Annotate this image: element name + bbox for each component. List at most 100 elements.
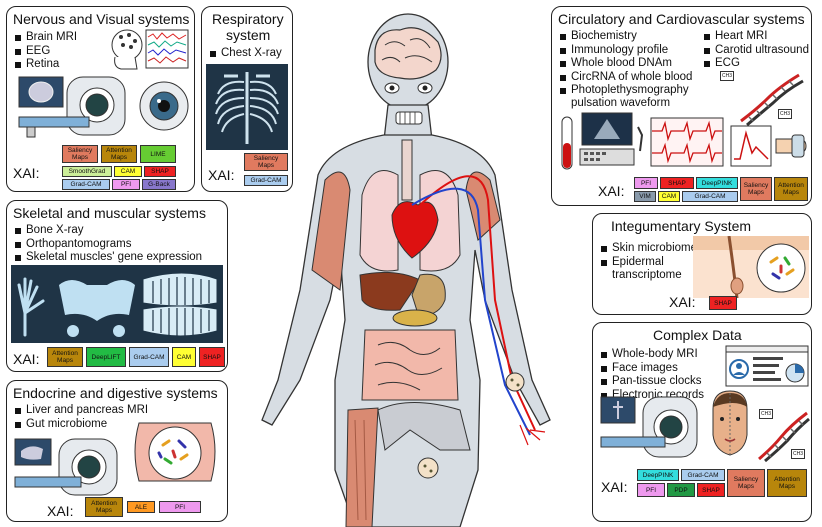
list-item: Bone X-ray bbox=[15, 224, 202, 238]
xai-label: XAI: bbox=[208, 167, 235, 183]
xai-tag-grad-cam: Grad-CAM bbox=[682, 191, 738, 202]
panel-title-line2: system bbox=[226, 27, 271, 43]
intestines-icon bbox=[361, 329, 459, 401]
list-item-continuation: pulsation waveform bbox=[571, 97, 671, 109]
xai-label: XAI: bbox=[47, 503, 74, 519]
panel-circulatory-cardiovascular: Circulatory and Cardiovascular systems B… bbox=[551, 6, 812, 206]
xai-tag-cam: CAM bbox=[658, 191, 680, 202]
heart-icon bbox=[391, 201, 439, 259]
vein-icon bbox=[411, 187, 531, 436]
xai-tag-attention-maps: Attention Maps bbox=[47, 347, 83, 367]
panel-skeletal-muscular: Skeletal and muscular systems Bone X-ray… bbox=[6, 200, 228, 372]
gut-microbiome-icon bbox=[417, 457, 439, 479]
list-item-continuation: transcriptome bbox=[612, 269, 682, 281]
panel-title: Nervous and Visual systems bbox=[13, 11, 190, 27]
xai-tag-g-back: G-Back bbox=[142, 179, 176, 190]
human-body-illustration bbox=[261, 13, 551, 527]
xai-tag-cam: CAM bbox=[114, 166, 142, 177]
panel-title: Skeletal and muscular systems bbox=[13, 205, 206, 221]
xai-tag-saliency-maps: Saliency Maps bbox=[740, 177, 772, 201]
xai-tag-attention-maps: Attention Maps bbox=[767, 469, 807, 497]
list-item: Face images bbox=[601, 362, 704, 376]
xai-tag-grad-cam: Grad-CAM bbox=[129, 347, 169, 367]
whole-body-mri-scanner-icon bbox=[600, 396, 698, 458]
list-item: Skin microbiome bbox=[601, 242, 697, 256]
list-item: Heart MRI bbox=[704, 30, 809, 44]
xai-tag-pfi: PFI bbox=[637, 483, 665, 497]
xai-tag-smoothgrad: SmoothGrad bbox=[62, 166, 112, 177]
xai-tag-deeplift: DeepLIFT bbox=[86, 347, 126, 367]
data-type-list: Skin microbiome Epidermal bbox=[601, 242, 697, 269]
liver-icon bbox=[359, 271, 421, 311]
thigh-muscle-icon bbox=[345, 407, 379, 527]
list-item: Gut microbiome bbox=[15, 418, 148, 432]
ch3-label: CH3 bbox=[720, 71, 734, 81]
xai-tag-pfi: PFI bbox=[159, 501, 201, 513]
xai-tag-deeppink: DeepPINK bbox=[637, 469, 679, 481]
list-item: Pan-tissue clocks bbox=[601, 375, 704, 389]
list-item: Whole blood DNAm bbox=[560, 57, 692, 71]
xai-tag-attention-maps: Attention Maps bbox=[774, 177, 808, 201]
retina-eye-icon bbox=[139, 81, 189, 131]
xai-tag-attention-maps: Attention Maps bbox=[101, 145, 137, 163]
panel-title: Complex Data bbox=[653, 327, 742, 343]
panel-title: Circulatory and Cardiovascular systems bbox=[558, 11, 805, 27]
finger-sensor-icon bbox=[775, 134, 807, 158]
xai-label: XAI: bbox=[669, 294, 696, 310]
xai-tag-shap: SHAP bbox=[697, 483, 725, 497]
panel-integumentary: Integumentary System Skin microbiome Epi… bbox=[592, 213, 812, 315]
data-type-list-right: Heart MRI Carotid ultrasound ECG bbox=[704, 30, 809, 71]
data-type-list: Bone X-ray Orthopantomograms Skeletal mu… bbox=[15, 224, 202, 265]
list-item: Orthopantomograms bbox=[15, 238, 202, 252]
chest-xray-icon bbox=[206, 64, 288, 150]
panel-title-line1: Respiratory bbox=[212, 11, 284, 27]
dna-icon bbox=[758, 411, 810, 463]
eeg-signal-icon bbox=[145, 29, 189, 69]
data-type-list-left: Biochemistry Immunology profile Whole bl… bbox=[560, 30, 692, 98]
list-item: EEG bbox=[15, 45, 77, 59]
xai-tag-grad-cam: Grad-CAM bbox=[681, 469, 725, 481]
list-item: Skeletal muscles' gene expression bbox=[15, 251, 202, 265]
xai-tag-lime: LIME bbox=[140, 145, 176, 163]
xai-tag-deeppink: DeepPINK bbox=[696, 177, 738, 189]
xai-label: XAI: bbox=[13, 165, 40, 181]
xai-tag-ale: ALE bbox=[127, 501, 155, 513]
xai-label: XAI: bbox=[598, 183, 625, 199]
ecg-chart-icon bbox=[650, 117, 724, 167]
pulse-waveform-icon bbox=[730, 125, 772, 167]
face-image-icon bbox=[712, 390, 748, 456]
brain-icon bbox=[374, 27, 442, 80]
ch3-label: CH3 bbox=[778, 109, 792, 119]
xai-tag-saliency-maps: Saliency Maps bbox=[244, 153, 288, 171]
shoulder-muscle-icon bbox=[311, 171, 351, 291]
xai-tag-saliency-maps: Saliency Maps bbox=[727, 469, 765, 497]
ch3-label: CH3 bbox=[759, 409, 773, 419]
panel-respiratory: Respiratory system Chest X-ray XAI: Sali… bbox=[201, 6, 293, 192]
xai-tag-vim: VIM bbox=[634, 191, 656, 202]
eeg-head-icon bbox=[111, 29, 143, 70]
list-item: Carotid ultrasound bbox=[704, 44, 809, 58]
lungs-icon bbox=[359, 170, 399, 272]
xai-label: XAI: bbox=[601, 479, 628, 495]
xai-tag-saliency-maps: Saliency Maps bbox=[62, 145, 98, 163]
xai-tag-shap: SHAP bbox=[660, 177, 694, 189]
list-item: ECG bbox=[704, 57, 809, 71]
xai-tag-shap: SHAP bbox=[144, 166, 176, 177]
data-type-list: Chest X-ray bbox=[210, 47, 282, 61]
skin-cross-section-icon bbox=[693, 236, 809, 298]
list-item: Epidermal bbox=[601, 256, 697, 270]
skin-microbiome-icon bbox=[505, 372, 525, 392]
pelvis-icon bbox=[377, 402, 471, 451]
panel-complex-data: Complex Data Whole-body MRI Face images … bbox=[592, 322, 812, 522]
list-item: Photoplethysmography bbox=[560, 84, 692, 98]
teeth-icon bbox=[395, 111, 423, 125]
list-item: Chest X-ray bbox=[210, 47, 282, 61]
panel-title: Integumentary System bbox=[611, 218, 752, 234]
xai-tag-shap: SHAP bbox=[199, 347, 225, 367]
mri-scanner-icon bbox=[18, 76, 126, 138]
data-type-list: Liver and pancreas MRI Gut microbiome bbox=[15, 404, 148, 431]
xai-tag-shap: SHAP bbox=[709, 296, 737, 310]
data-type-list: Brain MRI EEG Retina bbox=[15, 31, 77, 72]
xai-tag-pfi: PFI bbox=[634, 177, 658, 189]
xai-tag-pfi: PFI bbox=[112, 179, 140, 190]
